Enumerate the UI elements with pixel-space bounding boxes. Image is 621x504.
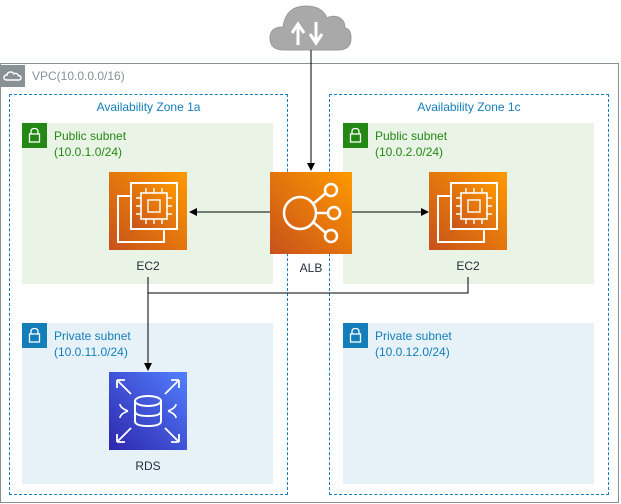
private-subnet-1a-cidr: (10.0.11.0/24) [54, 345, 128, 359]
private-subnet-1a-label: Private subnet (10.0.11.0/24) [54, 328, 131, 360]
availability-zone-1c [329, 94, 609, 495]
public-subnet-1c-name: Public subnet [375, 129, 448, 143]
public-subnet-1a-lock-icon [22, 123, 47, 148]
vpc-label: VPC(10.0.0.0/16) [32, 69, 125, 83]
connector-alb-to-ec2-c [352, 208, 429, 216]
vpc-cloud-icon [1, 65, 25, 87]
private-subnet-1c-label: Private subnet (10.0.12.0/24) [375, 328, 452, 360]
public-subnet-1c-label: Public subnet (10.0.2.0/24) [375, 128, 447, 160]
availability-zone-1a [9, 94, 288, 495]
public-subnet-1a-label: Public subnet (10.0.1.0/24) [54, 128, 126, 160]
rds-icon [109, 372, 187, 450]
alb-icon [270, 172, 352, 254]
ec2-instance-1a-icon [109, 172, 187, 250]
alb-label: ALB [299, 261, 323, 275]
availability-zone-1a-label: Availability Zone 1a [96, 100, 201, 114]
private-subnet-1c-cidr: (10.0.12.0/24) [375, 345, 450, 359]
availability-zone-1c-label: Availability Zone 1c [417, 100, 521, 114]
private-subnet-1c [343, 323, 594, 484]
public-subnet-1a-name: Public subnet [54, 129, 127, 143]
private-subnet-1c-name: Private subnet [375, 329, 452, 343]
public-subnet-1a-cidr: (10.0.1.0/24) [54, 145, 123, 159]
public-subnet-1c-cidr: (10.0.2.0/24) [375, 145, 444, 159]
ec2-instance-1c-icon [429, 172, 507, 250]
rds-label: RDS [135, 459, 161, 473]
private-subnet-1a-name: Private subnet [54, 329, 131, 343]
ec2-1a-label: EC2 [136, 259, 160, 273]
connector-ec2-to-rds [144, 277, 469, 371]
connector-alb-to-ec2-a [189, 208, 270, 216]
internet-cloud-icon [269, 5, 352, 51]
ec2-1c-label: EC2 [456, 259, 480, 273]
private-subnet-1c-lock-icon [343, 323, 368, 348]
vpc-group [0, 63, 619, 503]
connector-cloud-to-alb [307, 50, 315, 171]
private-subnet-1a-lock-icon [22, 323, 47, 348]
public-subnet-1c-lock-icon [343, 123, 368, 148]
